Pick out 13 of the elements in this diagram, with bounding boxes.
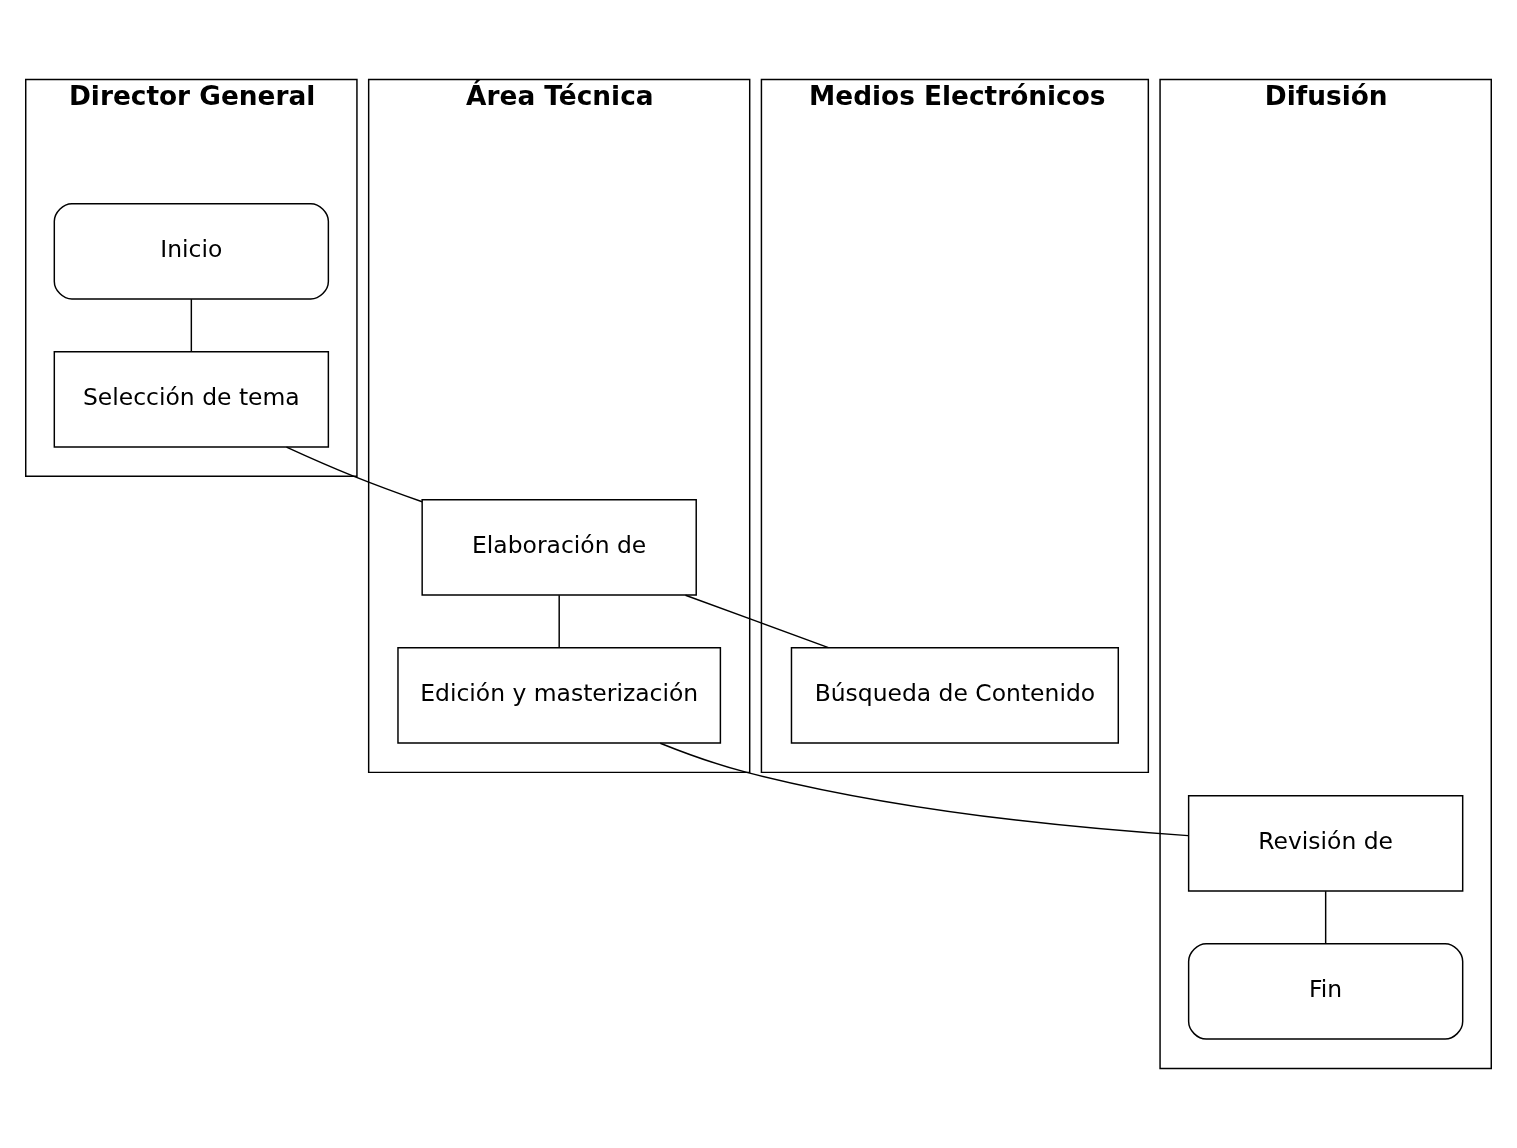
- connector: [558, 594, 560, 649]
- node-box: Fin: [1187, 943, 1464, 1040]
- node-box: Inicio: [53, 203, 330, 300]
- connector: [190, 298, 193, 353]
- connector: [285, 446, 423, 503]
- node-box: Edición y masterización: [397, 647, 722, 744]
- connector: [659, 742, 1189, 837]
- node-box: Elaboración de: [421, 499, 697, 596]
- connector: [1324, 890, 1327, 945]
- node-box: Revisión de: [1187, 795, 1464, 892]
- node-box: Búsqueda de Contenido: [790, 647, 1120, 744]
- connector: [684, 594, 830, 649]
- node-box: Selección de tema: [53, 351, 330, 448]
